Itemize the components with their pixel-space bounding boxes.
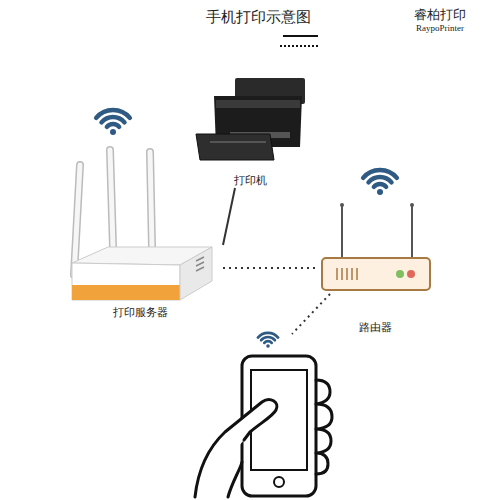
device-label: 打印机: [234, 173, 267, 188]
device-picture: [58, 95, 223, 320]
wireless-link: [292, 294, 330, 334]
connector: [223, 267, 315, 269]
phone-in-hand: [195, 356, 332, 497]
device-picture: [315, 160, 435, 335]
router-picture: [322, 170, 430, 290]
title-dots: [280, 45, 320, 47]
diagram-title: 手机打印示意图: [206, 8, 311, 27]
device-label: 打印服务器: [113, 305, 168, 320]
connector: [223, 188, 235, 245]
brand-label: RaypoPrinter: [416, 23, 464, 33]
node-label-box: 打印机: [190, 173, 310, 188]
device-label: 路由器: [359, 320, 392, 335]
brand-label: 睿柏打印: [414, 6, 466, 24]
wifi-symbol: [258, 333, 278, 348]
device-picture: [190, 72, 310, 188]
printer-picture: [196, 78, 305, 160]
node-label-box: 打印服务器: [58, 305, 223, 320]
printer-node: 打印机: [190, 72, 310, 188]
print-server-node: 打印服务器: [58, 95, 223, 320]
router-node: 路由器: [315, 160, 435, 335]
node-label-box: 路由器: [315, 320, 435, 335]
title-rule: [283, 35, 318, 37]
print-server-picture: [72, 110, 212, 300]
